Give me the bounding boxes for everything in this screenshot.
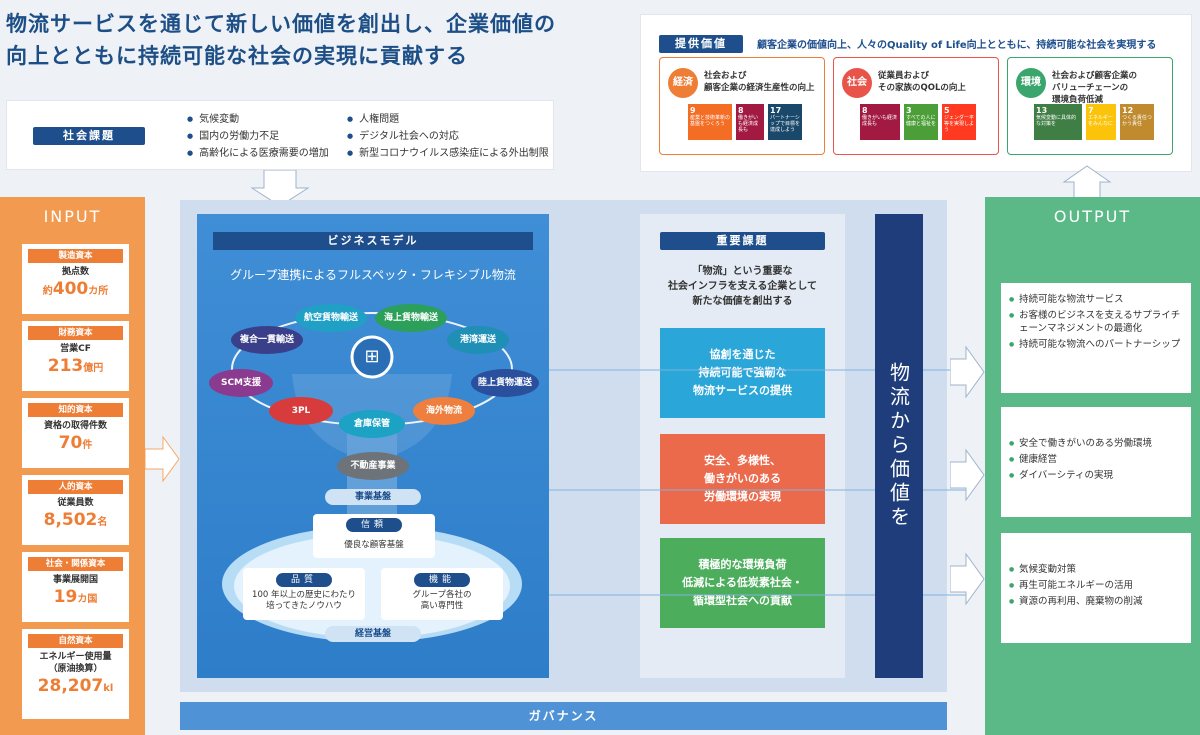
service-air-freight: 航空貨物輸送	[295, 304, 367, 332]
function-title: 機能	[414, 573, 470, 587]
input-card-natural: 自然資本エネルギー使用量 （原油換算） 28,207kl	[22, 629, 129, 719]
output-item: 気候変動対策	[1009, 563, 1183, 576]
output-card-logistics: 持続可能な物流サービス お客様のビジネスを支えるサプライチェーンマネジメントの最…	[1001, 283, 1191, 393]
quality-box: 品質 100 年以上の歴史にわたり培ってきたノウハウ	[243, 568, 365, 620]
quality-text: 100 年以上の歴史にわたり培ってきたノウハウ	[252, 590, 356, 611]
input-card-social: 社会・関係資本事業展開国 19カ国	[22, 552, 129, 622]
output-item: 持続可能な物流へのパートナーシップ	[1009, 338, 1183, 351]
input-title: INPUT	[43, 207, 102, 226]
social-issue: 新型コロナウイルス感染症による外出制限	[347, 145, 549, 162]
input-card-manufacturing: 製造資本拠点数 約400カ所	[22, 244, 129, 314]
key-issue-workplace: 安全、多様性、働きがいのある労働環境の実現	[660, 434, 825, 524]
quality-title: 品質	[276, 573, 332, 587]
social-issue: 高齢化による医療需要の増加	[187, 145, 329, 162]
output-item: 持続可能な物流サービス	[1009, 293, 1183, 306]
output-item: 安全で働きがいのある労働環境	[1009, 437, 1183, 450]
key-issue-environment: 積極的な環境負荷低減による低炭素社会・循環型社会への貢献	[660, 538, 825, 628]
up-arrow-icon	[1062, 165, 1112, 200]
society-badge: 社会	[842, 68, 872, 98]
service-land-freight: 陸上貨物運送	[471, 369, 539, 397]
business-model-panel: ビジネスモデル グループ連携によるフルスペック・フレキシブル物流 ⊞ 航空貨物輸…	[197, 214, 549, 678]
social-issue: デジタル社会への対応	[347, 128, 549, 145]
service-3pl: 3PL	[269, 397, 333, 425]
function-box: 機能 グループ各社の高い専門性	[381, 568, 503, 620]
business-model-title: ビジネスモデル	[213, 232, 533, 250]
provided-value-lead: 顧客企業の価値向上、人々のQuality of Life向上とともに、持続可能な…	[757, 40, 1157, 51]
input-card-human: 人的資本従業員数 8,502名	[22, 475, 129, 545]
governance-bar: ガバナンス	[180, 702, 947, 730]
page-headline: 物流サービスを通じて新しい価値を創出し、企業価値の 向上とともに持続可能な社会の…	[6, 8, 606, 72]
output-item: ダイバーシティの実現	[1009, 469, 1183, 482]
social-issues-label: 社会課題	[33, 127, 145, 145]
key-issues-lead: 「物流」という重要な社会インフラを支える企業として新たな価値を創出する	[667, 266, 818, 307]
social-issues-list-1: 気候変動 国内の労働力不足 高齢化による医療需要の増加	[187, 111, 329, 162]
key-issues-panel: 重要課題 「物流」という重要な社会インフラを支える企業として新たな価値を創出する…	[640, 214, 845, 678]
service-multimodal: 複合一貫輸送	[231, 326, 303, 354]
social-issues-box: 社会課題 気候変動 国内の労働力不足 高齢化による医療需要の増加 人権問題 デジ…	[6, 100, 554, 170]
value-creation-bar: 物流から価値を	[875, 214, 923, 678]
economy-badge: 経済	[668, 68, 698, 98]
headline-line-2: 向上とともに持続可能な社会の実現に貢献する	[6, 44, 468, 68]
output-item: 健康経営	[1009, 453, 1183, 466]
input-column: INPUT 製造資本拠点数 約400カ所 財務資本営業CF 213億円 知的資本…	[0, 197, 145, 735]
key-issue-logistics: 協創を通じた持続可能で強靭な物流サービスの提供	[660, 328, 825, 418]
service-warehousing: 倉庫保管	[339, 410, 405, 438]
trust-title: 信頼	[346, 518, 402, 532]
social-issue: 国内の労働力不足	[187, 128, 329, 145]
service-overseas: 海外物流	[413, 397, 475, 425]
service-sea-freight: 海上貨物輸送	[375, 304, 447, 332]
right-arrow-icon	[950, 448, 985, 502]
key-issues-label: 重要課題	[660, 232, 825, 250]
society-text: 従業員およびその家族のQOLの向上	[878, 71, 966, 93]
output-item: 資源の再利用、廃棄物の削減	[1009, 595, 1183, 608]
social-issue: 気候変動	[187, 111, 329, 128]
provided-value-label: 提供価値	[659, 35, 743, 53]
provided-value-box: 提供価値 顧客企業の価値向上、人々のQuality of Life向上とともに、…	[640, 14, 1192, 172]
trust-text: 優良な顧客基盤	[344, 540, 404, 550]
economy-text: 社会および顧客企業の経済生産性の向上	[704, 71, 815, 93]
input-card-financial: 財務資本営業CF 213億円	[22, 321, 129, 391]
social-issue: 人権問題	[347, 111, 549, 128]
input-card-intellectual: 知的資本資格の取得件数 70件	[22, 398, 129, 468]
output-card-environment: 気候変動対策 再生可能エネルギーの活用 資源の再利用、廃棄物の削減	[1001, 533, 1191, 643]
company-logo-icon: ⊞	[364, 346, 380, 367]
output-item: お客様のビジネスを支えるサプライチェーンマネジメントの最適化	[1009, 309, 1183, 335]
function-text: グループ各社の高い専門性	[412, 590, 472, 611]
management-base-label: 経営基盤	[325, 626, 421, 642]
environment-text: 社会および顧客企業のバリューチェーンの環境負荷低減	[1052, 71, 1138, 105]
output-card-workplace: 安全で働きがいのある労働環境 健康経営 ダイバーシティの実現	[1001, 407, 1191, 517]
output-title: OUTPUT	[1053, 207, 1132, 226]
down-arrow-icon	[250, 170, 310, 207]
output-column: OUTPUT 持続可能な物流サービス お客様のビジネスを支えるサプライチェーンマ…	[985, 197, 1200, 735]
right-arrow-icon	[145, 435, 180, 483]
output-item: 再生可能エネルギーの活用	[1009, 579, 1183, 592]
connector-lines	[549, 369, 969, 596]
business-base-label: 事業基盤	[325, 489, 421, 505]
business-model-subtitle: グループ連携によるフルスペック・フレキシブル物流	[230, 268, 516, 282]
headline-line-1: 物流サービスを通じて新しい価値を創出し、企業価値の	[6, 12, 556, 36]
environment-badge: 環境	[1016, 68, 1046, 98]
service-port: 港湾運送	[447, 326, 509, 354]
right-arrow-icon	[950, 552, 985, 606]
right-arrow-icon	[950, 345, 985, 399]
trust-box: 信頼 優良な顧客基盤	[313, 514, 435, 558]
service-scm-support: SCM支援	[209, 369, 273, 397]
real-estate-business: 不動産事業	[337, 452, 409, 480]
social-issues-list-2: 人権問題 デジタル社会への対応 新型コロナウイルス感染症による外出制限	[347, 111, 549, 162]
